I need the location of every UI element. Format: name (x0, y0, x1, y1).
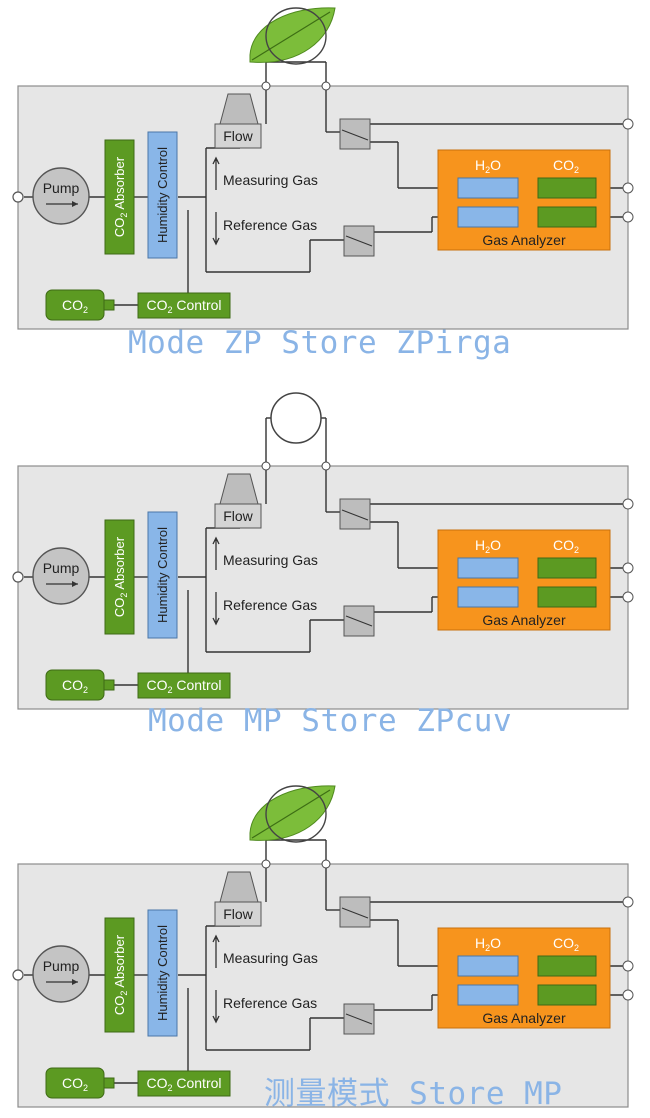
pump-label: Pump (43, 958, 80, 974)
co2-absorber-label: CO2 Absorber (112, 934, 129, 1015)
co2-control-label: CO2 Control (146, 1075, 221, 1093)
humidity-control-label: Humidity Control (155, 527, 170, 623)
gas-analyzer-label: Gas Analyzer (482, 1010, 566, 1026)
gas-analyzer-label: Gas Analyzer (482, 232, 566, 248)
diagram-panel-1: Pump CO2 Absorber Humidity Control Flow … (0, 0, 650, 370)
co2-tank-label: CO2 (62, 677, 88, 695)
flow-label: Flow (223, 906, 253, 922)
gas-analyzer-label: Gas Analyzer (482, 612, 566, 628)
co2-label: CO2 (553, 537, 579, 555)
h2o-label: H2O (475, 537, 501, 555)
co2-absorber-label: CO2 Absorber (112, 536, 129, 617)
empty-chamber-icon (270, 392, 322, 444)
co2-control-label: CO2 Control (146, 297, 221, 315)
measuring-gas-label: Measuring Gas (223, 950, 318, 966)
leaf-icon (249, 785, 336, 843)
reference-gas-label: Reference Gas (223, 995, 317, 1011)
reference-gas-label: Reference Gas (223, 217, 317, 233)
co2-tank-label: CO2 (62, 297, 88, 315)
co2-control-label: CO2 Control (146, 677, 221, 695)
diagram-panel-2: Pump CO2 Absorber Humidity Control Flow … (0, 380, 650, 750)
flow-label: Flow (223, 508, 253, 524)
measuring-gas-label: Measuring Gas (223, 172, 318, 188)
h2o-label: H2O (475, 157, 501, 175)
humidity-control-label: Humidity Control (155, 147, 170, 243)
co2-label: CO2 (553, 157, 579, 175)
co2-absorber-label: CO2 Absorber (112, 156, 129, 237)
leaf-icon (249, 7, 336, 65)
h2o-label: H2O (475, 935, 501, 953)
panel-caption: 测量模式 Store MP (264, 1076, 563, 1112)
flow-label: Flow (223, 128, 253, 144)
co2-tank-label: CO2 (62, 1075, 88, 1093)
reference-gas-label: Reference Gas (223, 597, 317, 613)
panel-caption: Mode MP Store ZPcuv (148, 703, 513, 739)
co2-label: CO2 (553, 935, 579, 953)
pump-label: Pump (43, 180, 80, 196)
pump-label: Pump (43, 560, 80, 576)
panel-caption: Mode ZP Store ZPirga (128, 325, 512, 361)
humidity-control-label: Humidity Control (155, 925, 170, 1021)
measuring-gas-label: Measuring Gas (223, 552, 318, 568)
diagram-panel-3: Pump CO2 Absorber Humidity Control Flow … (0, 778, 650, 1118)
